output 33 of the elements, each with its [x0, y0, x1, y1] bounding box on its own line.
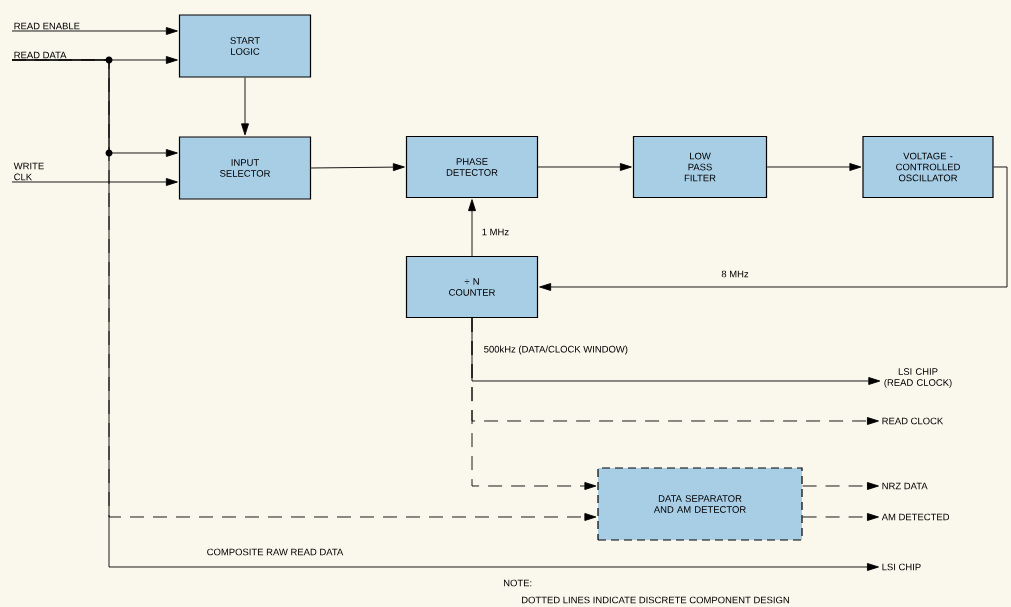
- signal-label: READ DATA: [14, 51, 67, 59]
- arrow: [468, 199, 476, 257]
- signal-label: LSI CHIP (READ CLOCK): [884, 368, 952, 388]
- edge-label: 500kHz (DATA/CLOCK WINDOW): [482, 344, 630, 356]
- arrow: [471, 317, 597, 490]
- edge-label: 8 MHz: [719, 269, 751, 279]
- note-text: NOTE:: [504, 579, 532, 587]
- signal-label: AM DETECTED: [881, 513, 950, 521]
- signal-label: LSI CHIP: [882, 563, 921, 571]
- process-box: INPUT SELECTOR: [178, 136, 312, 200]
- signal-label: NRZ DATA: [882, 482, 928, 490]
- signal-label: READ ENABLE: [14, 22, 80, 30]
- signal-label: WRITE CLK: [13, 162, 44, 181]
- process-box: PHASE DETECTOR: [405, 135, 539, 199]
- edge-label: COMPOSITE RAW READ DATA: [205, 547, 345, 557]
- process-box: LOW PASS FILTER: [632, 135, 768, 199]
- note-text: DOTTED LINES INDICATE DISCRETE COMPONENT DESIGN: [522, 596, 789, 604]
- dashed-box: DATA SEPARATOR AND AM DETECTOR: [597, 467, 803, 541]
- arrow: [11, 178, 178, 186]
- arrow: [537, 163, 632, 171]
- arrow: [310, 163, 405, 172]
- edge-label: 1 MHz: [480, 227, 511, 237]
- process-box: ÷ N COUNTER: [405, 255, 539, 319]
- arrow: [11, 59, 879, 571]
- arrow: [766, 163, 862, 171]
- arrow: [539, 166, 1008, 291]
- arrow: [11, 27, 178, 35]
- process-box: VOLTAGE - CONTROLLED OSCILLATOR: [862, 135, 994, 199]
- process-box: START LOGIC: [178, 14, 312, 78]
- arrow: [802, 482, 879, 490]
- arrow: [241, 77, 249, 136]
- arrow: [802, 513, 879, 521]
- signal-label: READ CLOCK: [882, 417, 944, 425]
